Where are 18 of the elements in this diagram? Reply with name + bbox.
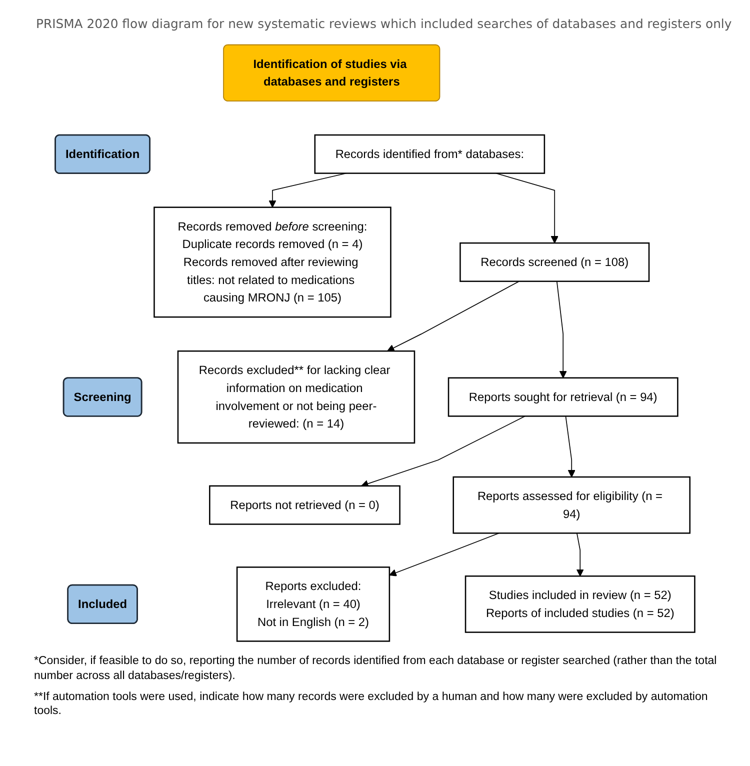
footnote: **If automation tools were used, indicate how many records were excluded by a human and how many were excluded by automation tools.	[34, 690, 709, 719]
node-box: Records removed before screening: Duplicate records removed (n = 4) Records removed after reviewing titles: not related to medications causing MRONJ (n = 105)	[154, 206, 392, 318]
node-box: Reports excluded: Irrelevant (n = 40) Not in English (n = 2)	[236, 566, 390, 642]
node-box: Reports not retrieved (n = 0)	[209, 485, 400, 525]
arrow	[389, 532, 500, 576]
arrow	[565, 416, 576, 478]
arrow	[556, 281, 567, 378]
footnote: *Consider, if feasible to do so, reporting the number of records identified from each database or register searched (rather than the total number across all databases/registers).	[34, 654, 718, 683]
node-box: Studies included in review (n = 52) Reports of included studies (n = 52)	[464, 576, 696, 634]
arrow	[361, 416, 526, 488]
arrow	[576, 532, 584, 577]
node-box: Records identified from* databases:	[314, 134, 546, 174]
diagram-title: PRISMA 2020 flow diagram for new systematic reviews which included searches of databases and registers only	[35, 15, 733, 33]
node-box: Records excluded** for lacking clear information on medication involvement or not being peer-reviewed: (n = 14)	[177, 350, 416, 444]
node-box: Records screened (n = 108)	[460, 242, 650, 282]
arrow	[387, 281, 520, 352]
node-box: Reports assessed for eligibility (n = 94)	[452, 476, 691, 534]
node-box: Reports sought for retrieval (n = 94)	[448, 377, 678, 417]
